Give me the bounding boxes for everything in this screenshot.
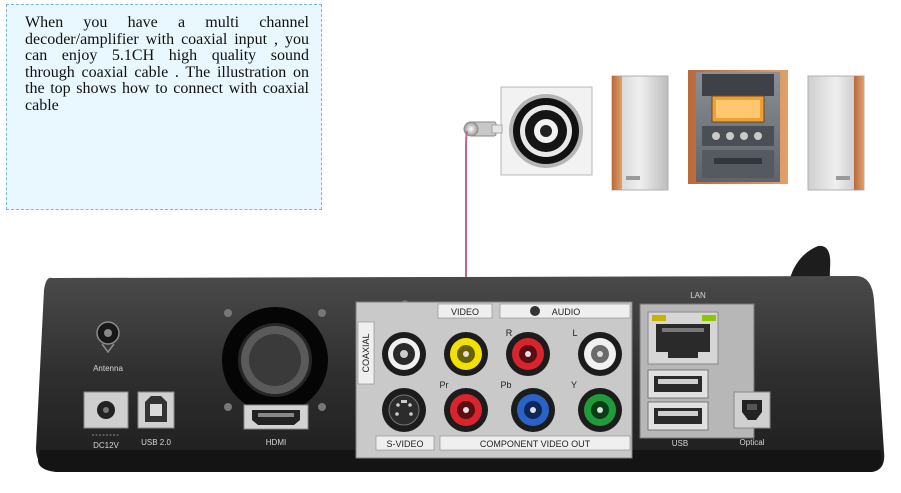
coaxial-label: COAXIAL	[361, 333, 371, 372]
component-pb-jack: Pb	[500, 380, 555, 432]
usb2-label: USB 2.0	[141, 438, 171, 447]
video-label: VIDEO	[451, 307, 479, 317]
usb-label: USB	[672, 439, 688, 448]
component-label: COMPONENT VIDEO OUT	[480, 439, 591, 449]
usb-b-port: USB 2.0	[137, 391, 175, 447]
y-label: Y	[571, 380, 577, 390]
cable-wire	[465, 130, 468, 352]
cooling-fan	[222, 307, 328, 413]
l-label: L	[572, 328, 577, 338]
audio-l-jack: L	[572, 328, 622, 376]
hdmi-port: HDMI	[243, 404, 309, 447]
pr-label: Pr	[440, 380, 449, 390]
hdmi-label: HDMI	[266, 438, 286, 447]
optical-label: Optical	[740, 438, 765, 447]
audio-icon	[530, 306, 540, 316]
coaxial-cable	[463, 121, 503, 352]
audio-r-jack: R	[506, 328, 550, 376]
pb-label: Pb	[500, 380, 511, 390]
callout-text: When you have a multi channel decoder/am…	[25, 14, 309, 114]
component-pr-jack: Pr	[440, 380, 488, 432]
svideo-label: S-VIDEO	[386, 439, 423, 449]
av-panel	[355, 301, 633, 459]
antenna-label: Antenna	[93, 364, 123, 373]
dc-power-port: DC12V	[83, 391, 129, 450]
media-player-back-panel: Antenna DC12V USB 2.0	[36, 276, 885, 472]
coaxial-out-jack: COAXIAL	[357, 321, 426, 385]
s-video-jack: S-VIDEO	[375, 388, 435, 451]
closeup-center-pin	[540, 125, 552, 137]
video-jack-yellow	[444, 332, 488, 376]
antenna-port: Antenna	[93, 321, 123, 373]
component-y-jack: Y	[571, 380, 622, 432]
info-callout: When you have a multi channel decoder/am…	[6, 4, 322, 210]
usb-a-ports: USB	[647, 369, 709, 448]
r-label: R	[506, 328, 513, 338]
audio-label: AUDIO	[552, 307, 581, 317]
hifi-system-image	[611, 70, 865, 191]
coaxial-connector-closeup	[500, 86, 593, 176]
dc-label: DC12V	[93, 441, 119, 450]
optical-port: Optical	[733, 391, 771, 447]
lan-label: LAN	[690, 291, 706, 300]
